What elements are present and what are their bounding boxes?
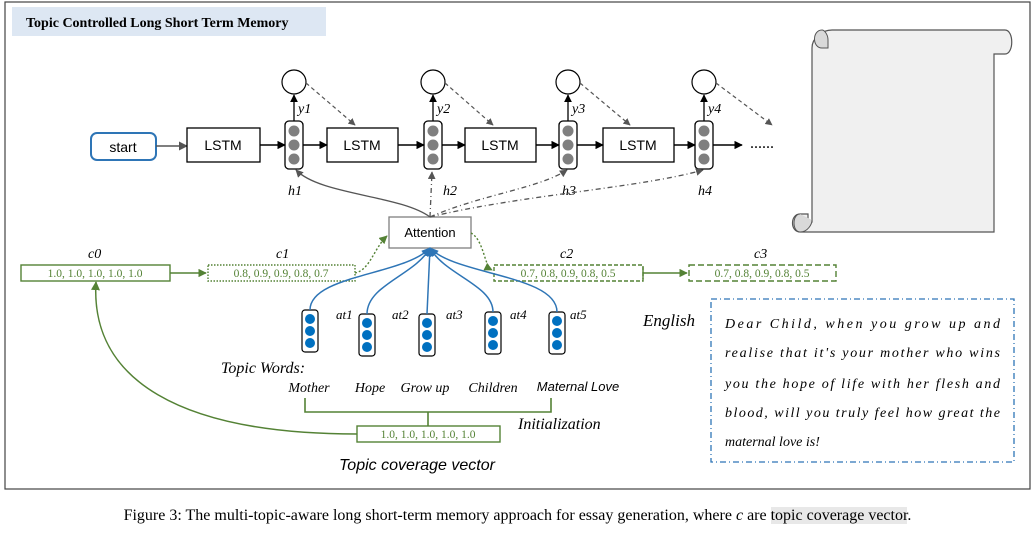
lstm-cell-3: LSTM <box>464 127 537 163</box>
output-node-2 <box>420 69 446 95</box>
english-label: English <box>642 311 695 330</box>
lstm-label: LSTM <box>343 137 380 153</box>
lstm-label: LSTM <box>481 137 518 153</box>
initialization-label: Initialization <box>517 416 601 433</box>
english-line-5: maternal love is! <box>725 435 820 450</box>
lstm-label: LSTM <box>619 137 656 153</box>
initial-coverage-values: 1.0, 1.0, 1.0, 1.0, 1.0 <box>381 429 476 441</box>
hidden-state-4 <box>694 120 714 170</box>
caption-highlight: topic coverage vector <box>770 507 908 524</box>
chinese-essay-scroll <box>791 29 1013 233</box>
caption-suffix: . <box>907 507 912 524</box>
hidden-state-1 <box>284 120 304 170</box>
initialization-arrow <box>91 281 358 435</box>
hidden-label-h4: h4 <box>698 184 712 199</box>
coverage-values: 0.8, 0.9, 0.9, 0.8, 0.7 <box>234 268 329 280</box>
english-line-1: Dear Child, when you grow up and <box>724 317 1001 332</box>
lstm-cell-1: LSTM <box>186 127 261 163</box>
caption-middle: are <box>743 507 771 524</box>
topic-bracket <box>304 398 552 426</box>
diagram-title: Topic Controlled Long Short Term Memory <box>26 16 289 31</box>
caption-prefix: Figure 3: The multi-topic-aware long sho… <box>123 507 736 524</box>
coverage-label: c1 <box>276 247 289 262</box>
coverage-vector-c3: 0.7, 0.8, 0.9, 0.8, 0.5 c3 <box>688 247 837 282</box>
output-label-y1: y1 <box>296 102 311 117</box>
coverage-vector-c0: 1.0, 1.0, 1.0, 1.0, 1.0 c0 <box>20 247 171 282</box>
attention-weight-4: at4 <box>510 307 527 322</box>
figure-frame <box>4 1 1031 490</box>
topic-vector-3 <box>418 313 436 357</box>
attention-weight-2: at2 <box>392 307 409 322</box>
attention-node <box>388 216 472 249</box>
attention-weight-1: at1 <box>336 307 353 322</box>
attention-hidden-links <box>295 168 704 218</box>
hidden-label-h3: h3 <box>562 184 576 199</box>
english-translation-box <box>710 298 1015 463</box>
output-node-3 <box>555 69 581 95</box>
attention-weight-5: at5 <box>570 307 587 322</box>
attention-topic-links <box>309 247 558 315</box>
topic-vector-1 <box>301 309 319 353</box>
feedback-arrows <box>305 82 773 126</box>
topic-words-label: Topic Words: <box>221 360 305 377</box>
title-background <box>12 7 326 36</box>
topic-word-en-2: Hope <box>354 381 385 396</box>
coverage-values: 0.7, 0.8, 0.9, 0.8, 0.5 <box>715 268 810 280</box>
attention-weight-3: at3 <box>446 307 463 322</box>
output-label-y4: y4 <box>706 102 721 117</box>
english-line-4: blood, will you truly feel how great the <box>725 406 1000 421</box>
coverage-label: c3 <box>754 247 767 262</box>
start-label: start <box>109 139 136 155</box>
lstm-cell-2: LSTM <box>326 127 399 163</box>
output-label-y2: y2 <box>435 102 450 117</box>
hidden-state-2 <box>423 120 443 170</box>
coverage-label: c0 <box>88 247 101 262</box>
coverage-vector-c2: 0.7, 0.8, 0.9, 0.8, 0.5 c2 <box>493 247 644 282</box>
topic-coverage-label: Topic coverage vector <box>339 457 496 474</box>
output-label-y3: y3 <box>570 102 585 117</box>
topic-word-en-4: Children <box>468 381 517 396</box>
topic-vector-5 <box>548 311 566 355</box>
topic-word-en-3: Grow up <box>401 381 450 396</box>
lstm-cell-4: LSTM <box>602 127 675 163</box>
figure-caption: Figure 3: The multi-topic-aware long sho… <box>0 507 1035 525</box>
coverage-arrows <box>170 232 688 279</box>
topic-vector-4 <box>484 311 502 355</box>
english-line-3: you the hope of life with her flesh and <box>723 377 1001 392</box>
hidden-state-3 <box>558 120 578 170</box>
hidden-label-h2: h2 <box>443 184 457 199</box>
coverage-values: 0.7, 0.8, 0.9, 0.8, 0.5 <box>521 268 616 280</box>
output-node-1 <box>281 69 307 95</box>
output-arrows <box>290 94 708 121</box>
hidden-label-h1: h1 <box>288 184 302 199</box>
english-line-2: realise that it's your mother who wins <box>725 346 1001 361</box>
sequence-ellipsis: ...... <box>750 135 774 152</box>
output-node-4 <box>691 69 717 95</box>
topic-word-en-1: Mother <box>287 381 330 396</box>
lstm-label: LSTM <box>204 137 241 153</box>
topic-vector-2 <box>358 313 376 357</box>
caption-variable: c <box>735 507 744 524</box>
coverage-label: c2 <box>560 247 573 262</box>
attention-label: Attention <box>404 225 455 240</box>
coverage-vector-c1: 0.8, 0.9, 0.9, 0.8, 0.7 c1 <box>207 247 356 282</box>
topic-word-en-5: Maternal Love <box>537 379 619 394</box>
coverage-values: 1.0, 1.0, 1.0, 1.0, 1.0 <box>48 268 143 280</box>
